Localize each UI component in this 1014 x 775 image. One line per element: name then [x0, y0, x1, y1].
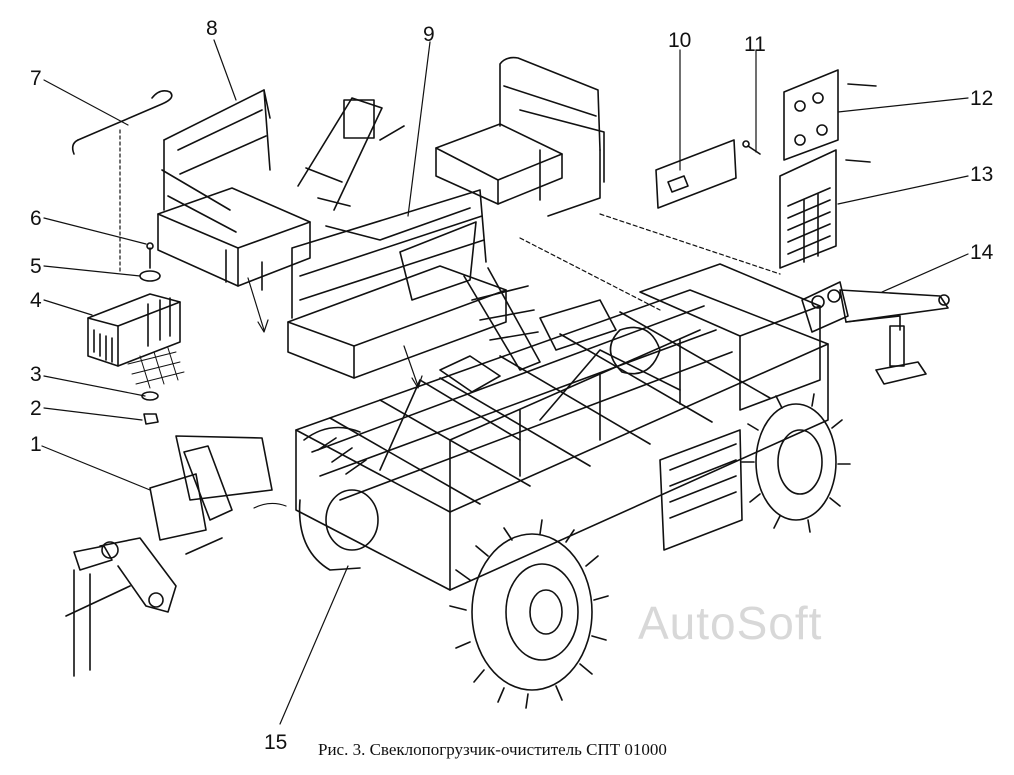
- callout-14: 14: [970, 241, 994, 264]
- part-12-plate: [784, 70, 876, 160]
- part-8-left-platform: [158, 90, 404, 290]
- part-right-seat: [436, 58, 604, 216]
- part-5-washer: [140, 271, 160, 281]
- part-11-bolt: [743, 141, 760, 154]
- figure-caption: Рис. 3. Свеклопогрузчик-очиститель СПТ 0…: [318, 740, 667, 759]
- callout-8: 8: [206, 17, 218, 40]
- front-left-wheel: [300, 428, 378, 571]
- rear-wheel: [742, 394, 850, 532]
- callout-10: 10: [668, 29, 692, 52]
- part-6-bolt: [147, 243, 153, 268]
- callout-2: 2: [30, 397, 42, 420]
- callout-15: 15: [264, 731, 288, 754]
- part-2-nut: [144, 414, 158, 424]
- callout-11: 11: [744, 33, 766, 56]
- callout-7: 7: [30, 67, 42, 90]
- part-1-front-lifter: [66, 436, 272, 676]
- part-10-plate: [656, 140, 736, 208]
- front-wheel: [450, 520, 608, 708]
- callout-1: 1: [30, 433, 42, 456]
- assembly-arrows: [248, 214, 780, 508]
- watermark-text: AutoSoft: [638, 597, 823, 649]
- callout-4: 4: [30, 289, 42, 312]
- part-7-hook-bar: [73, 91, 172, 154]
- callout-9: 9: [423, 23, 435, 46]
- chassis-frame: [296, 264, 828, 590]
- part-14-hitch: [802, 282, 949, 384]
- callout-12: 12: [970, 87, 994, 110]
- callout-6: 6: [30, 207, 42, 230]
- part-4-battery-box: [88, 294, 180, 366]
- leader-lines: [42, 40, 968, 724]
- callout-13: 13: [970, 163, 994, 186]
- callout-3: 3: [30, 363, 42, 386]
- callout-5: 5: [30, 255, 42, 278]
- mesh-grid: [128, 348, 184, 388]
- part-3-washer: [142, 392, 158, 400]
- part-13-plate: [780, 150, 870, 268]
- part-9-centre-platform: [288, 190, 540, 378]
